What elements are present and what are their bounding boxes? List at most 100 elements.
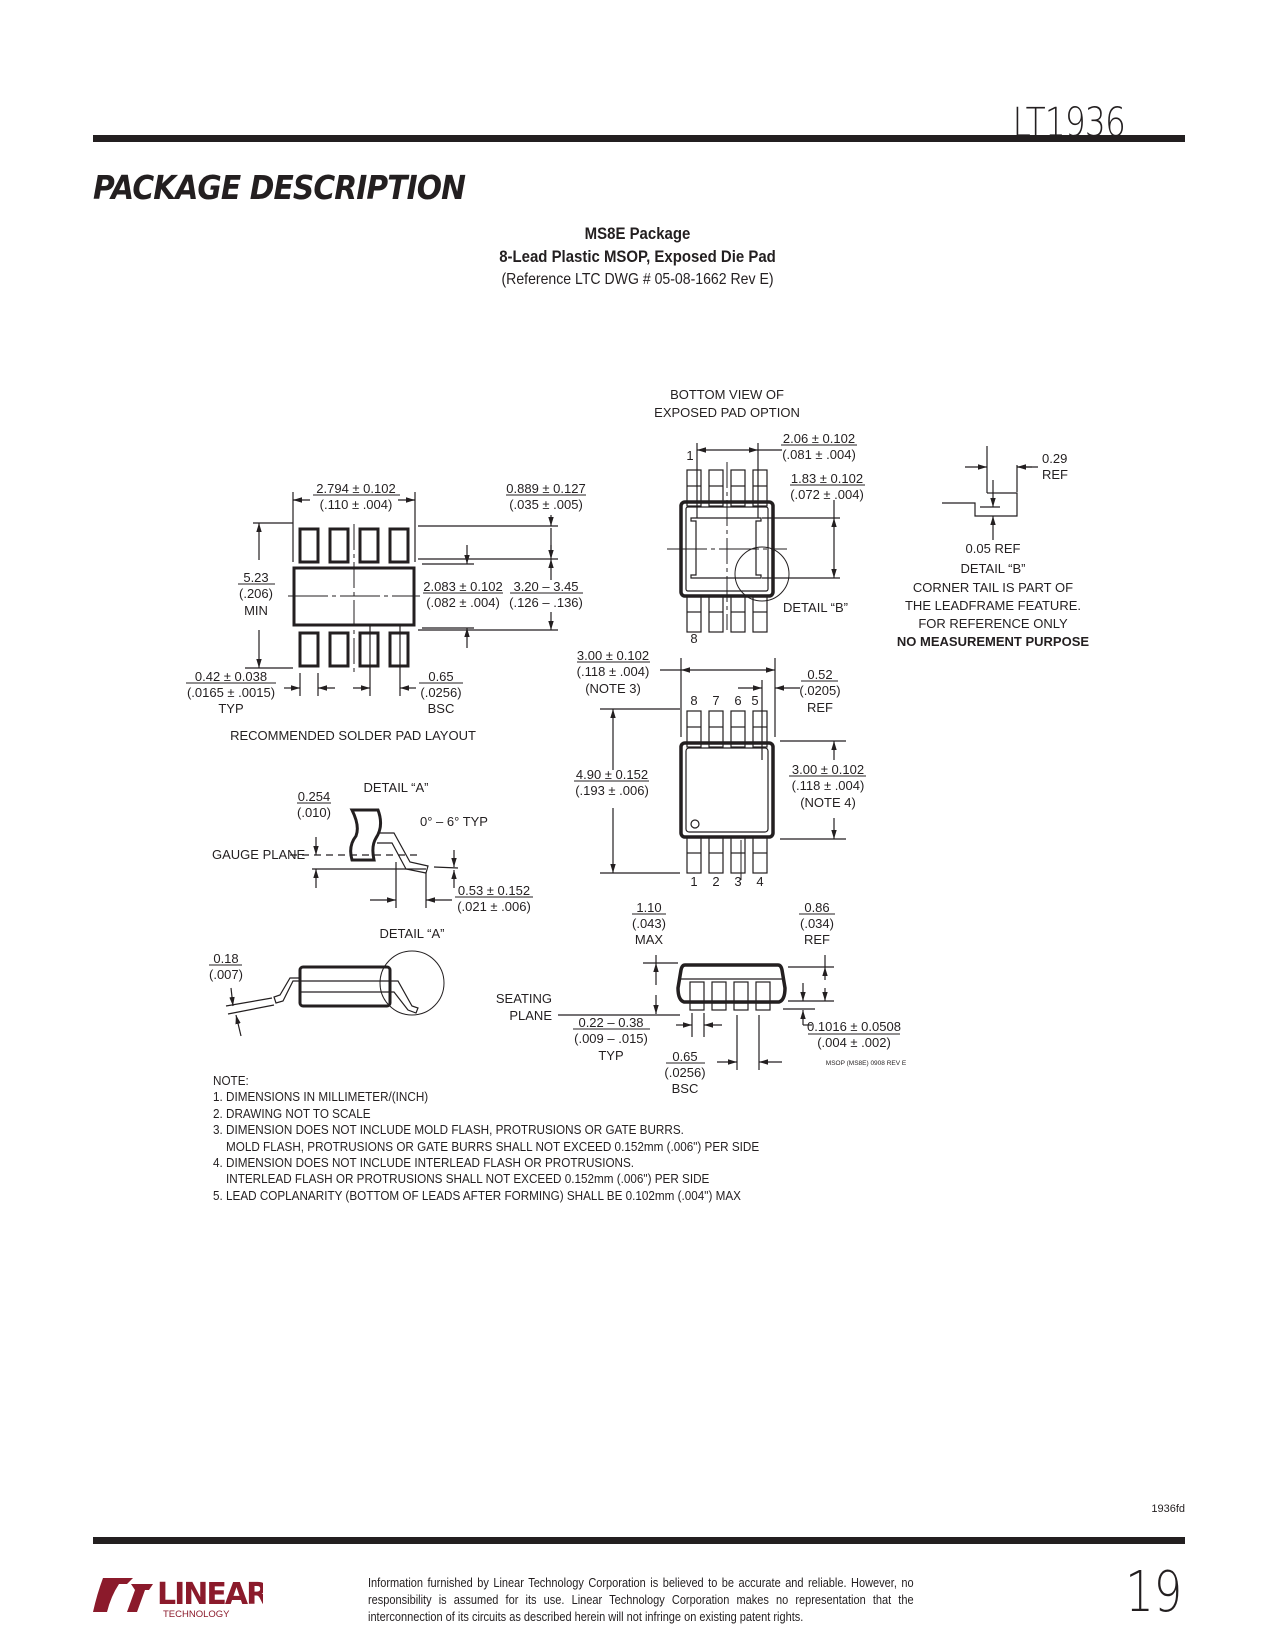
standoff-mm: 0.1016 ± 0.0508 — [807, 1019, 901, 1034]
overall-length-mm: 4.90 ± 0.152 — [576, 767, 648, 782]
solder-pad — [328, 527, 350, 564]
logo-word: LINEAR — [157, 1577, 263, 1612]
footer-rule — [93, 1537, 1185, 1544]
package-description: 8-Lead Plastic MSOP, Exposed Die Pad — [499, 247, 776, 266]
pin-label: 7 — [712, 693, 719, 708]
lead-width-mm: 0.22 – 0.38 — [578, 1015, 643, 1030]
front-pitch-mm: 0.65 — [672, 1049, 697, 1064]
height-mm: 1.10 — [636, 900, 661, 915]
detail-a-drawing — [290, 808, 459, 908]
body-inch: (.034) — [800, 916, 834, 931]
body-width-note: (NOTE 3) — [585, 681, 641, 696]
bottom-view-caption-2: EXPOSED PAD OPTION — [654, 405, 800, 420]
section-title: PACKAGE DESCRIPTION — [93, 168, 466, 207]
solder-pad — [298, 631, 320, 668]
pad-w-mm: 0.42 ± 0.038 — [195, 669, 267, 684]
lead-offset-inch: (.0205) — [799, 683, 840, 698]
dimension-labels: 2.794 ± 0.102 (.110 ± .004) 0.889 ± 0.12… — [187, 387, 1089, 1096]
note-item: 1. DIMENSIONS IN MILLIMETER/(INCH) — [213, 1089, 429, 1105]
detail-b-drawing — [942, 446, 1038, 540]
drawing-code: MSOP (MS8E) 0908 REV E — [826, 1060, 907, 1067]
pin-label: 3 — [734, 874, 741, 889]
pin8-label: 8 — [690, 631, 697, 646]
height-inch: (.043) — [632, 916, 666, 931]
body-width-inch: (.118 ± .004) — [577, 664, 650, 679]
side-view — [225, 950, 445, 1037]
front-pitch-note: BSC — [672, 1081, 699, 1096]
step-dim: 0.05 REF — [966, 541, 1021, 556]
side-detail-a-label: DETAIL “A” — [379, 926, 444, 941]
center-pad-mm: 2.083 ± 0.102 — [423, 579, 502, 594]
pin-label: 8 — [690, 693, 697, 708]
pin1-indicator — [690, 819, 700, 829]
pin1-label: 1 — [686, 448, 693, 463]
notes-heading: NOTE: — [213, 1073, 249, 1088]
body-mm: 0.86 — [804, 900, 829, 915]
pad-width-mm: 2.794 ± 0.102 — [316, 481, 395, 496]
fraction-bars — [186, 444, 900, 1064]
note-item: 2. DRAWING NOT TO SCALE — [213, 1105, 371, 1121]
logo-mark-icon — [127, 1584, 153, 1612]
foot-inch: (.021 ± .006) — [457, 899, 531, 914]
body-note: REF — [804, 932, 830, 947]
pad-length-mm: 0.889 ± 0.127 — [506, 481, 585, 496]
body-width-mm: 3.00 ± 0.102 — [577, 648, 649, 663]
pitch-note: BSC — [428, 701, 455, 716]
overall-inch: (.206) — [239, 586, 273, 601]
pitch-mm: 0.65 — [428, 669, 453, 684]
solder-pad-layout — [245, 492, 558, 696]
solder-pad — [388, 527, 410, 564]
front-pitch-inch: (.0256) — [664, 1065, 705, 1080]
detail-b-line4: NO MEASUREMENT PURPOSE — [897, 634, 1089, 649]
logo-mark-icon — [93, 1578, 133, 1612]
span-inch: (.126 – .136) — [509, 595, 583, 610]
detail-b-label: DETAIL “B” — [783, 600, 848, 615]
pin-label: 1 — [690, 874, 697, 889]
tail-mm: 0.29 — [1042, 451, 1067, 466]
pin-label: 2 — [712, 874, 719, 889]
standoff-inch: (.004 ± .002) — [817, 1035, 891, 1050]
angle-label: 0° – 6° TYP — [420, 814, 488, 829]
pad-w-note: TYP — [218, 701, 243, 716]
lead-thickness-inch: (.007) — [209, 967, 243, 982]
disclaimer: Information furnished by Linear Technolo… — [368, 1576, 914, 1624]
bottom-view-caption-1: BOTTOM VIEW OF — [670, 387, 784, 402]
body-length-mm: 3.00 ± 0.102 — [792, 762, 864, 777]
lead-offset-note: REF — [807, 700, 833, 715]
gauge-mm: 0.254 — [298, 789, 331, 804]
detail-b-title: DETAIL “B” — [960, 561, 1025, 576]
foot-mm: 0.53 ± 0.152 — [458, 883, 530, 898]
pad-length-inch: (.035 ± .005) — [509, 497, 583, 512]
gauge-inch: (.010) — [297, 805, 331, 820]
solder-pad — [358, 527, 380, 564]
package-name: MS8E Package — [584, 224, 691, 243]
page-number: 19 — [1124, 1560, 1182, 1625]
pin-label: 6 — [734, 693, 741, 708]
epad-width-mm: 2.06 ± 0.102 — [783, 431, 855, 446]
linear-technology-logo[interactable]: LINEAR TECHNOLOGY — [93, 1572, 263, 1622]
front-view — [558, 955, 834, 1070]
pin-label: 4 — [756, 874, 763, 889]
note-item: 4. DIMENSION DOES NOT INCLUDE INTERLEAD … — [213, 1155, 635, 1171]
header-rule — [93, 135, 1185, 142]
body-length-inch: (.118 ± .004) — [792, 778, 865, 793]
seating-plane-1: SEATING — [496, 991, 552, 1006]
lead-width-note: TYP — [598, 1048, 623, 1063]
detail-a-title: DETAIL “A” — [363, 780, 428, 795]
seating-plane-2: PLANE — [509, 1008, 552, 1023]
detail-b-line2: THE LEADFRAME FEATURE. — [905, 598, 1081, 613]
center-pad-inch: (.082 ± .004) — [426, 595, 500, 610]
solder-pad-caption: RECOMMENDED SOLDER PAD LAYOUT — [230, 728, 476, 743]
note-item: MOLD FLASH, PROTRUSIONS OR GATE BURRS SH… — [213, 1138, 760, 1154]
height-note: MAX — [635, 932, 664, 947]
epad-width-inch: (.081 ± .004) — [782, 447, 856, 462]
lead-thickness-mm: 0.18 — [213, 951, 238, 966]
lead-offset-mm: 0.52 — [807, 667, 832, 682]
overall-note: MIN — [244, 603, 268, 618]
note-item: 3. DIMENSION DOES NOT INCLUDE MOLD FLASH… — [213, 1122, 684, 1138]
note-item: INTERLEAD FLASH OR PROTRUSIONS SHALL NOT… — [213, 1171, 710, 1187]
pad-width-inch: (.110 ± .004) — [320, 497, 393, 512]
overall-length-inch: (.193 ± .006) — [575, 783, 649, 798]
pitch-inch: (.0256) — [420, 685, 461, 700]
